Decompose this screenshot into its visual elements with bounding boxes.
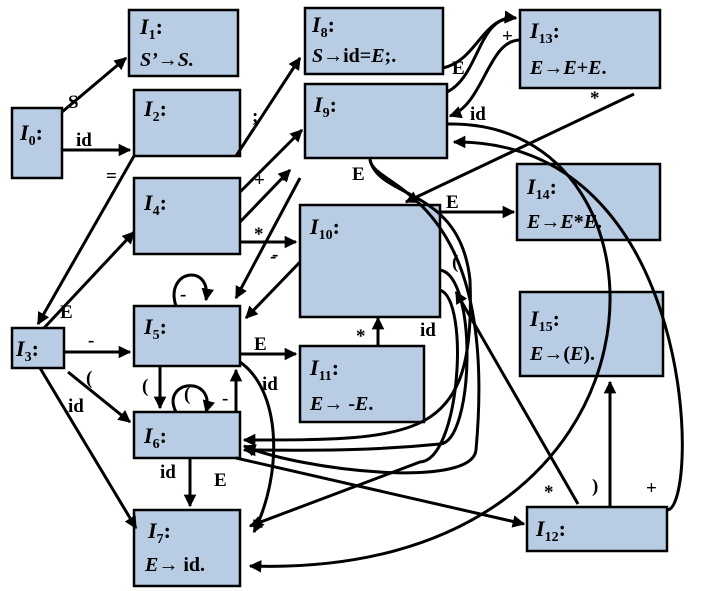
- edge-label-I4-I5: -: [282, 168, 288, 189]
- edge-I13-I10: [404, 92, 635, 204]
- edge-label-I5-I6: (: [142, 376, 148, 397]
- edge-label-I9-I10: E: [352, 164, 365, 185]
- state-box-I1: [127, 8, 240, 78]
- state-item-I15: E→(E).: [529, 343, 595, 365]
- edge-label-I12-I15: ): [592, 476, 598, 497]
- edge-label-I10-I14: E: [446, 192, 459, 213]
- edge-I5-I5: [172, 273, 214, 307]
- state-box-I13: [518, 8, 662, 90]
- state-label-I4: I4:: [143, 190, 167, 219]
- edge-label-I11-I10: *: [356, 326, 366, 347]
- state-item-I7: E→ id.: [144, 554, 205, 576]
- edge-label-I10-I5: -: [270, 246, 276, 267]
- edge-label-I4-I9: +: [254, 170, 265, 191]
- state-label-I9: I9:: [313, 92, 337, 121]
- state-box-I8: [303, 6, 445, 76]
- edge-label-I6-I12: E: [214, 470, 227, 491]
- state-box-I4: [132, 176, 242, 256]
- edge-label-I3-I7: id: [68, 396, 84, 417]
- state-box-I7: [132, 508, 242, 588]
- edge-I0-I1: [61, 56, 127, 114]
- edge-label-I10-I7: id: [420, 320, 436, 341]
- edge-label-I5-I7: id: [262, 374, 278, 395]
- edge-label-I13-I10: *: [590, 88, 600, 109]
- edge-I13-I9: [448, 38, 521, 119]
- edge-label-I12-I10: *: [544, 482, 554, 503]
- state-box-I2: [132, 88, 242, 158]
- edge-label-I5-I5: -: [180, 284, 186, 305]
- edge-I4-I9: [238, 128, 304, 194]
- state-box-I10: [298, 203, 442, 319]
- state-label-I0: I0:: [19, 120, 43, 149]
- state-label-I10: I10:: [309, 214, 340, 243]
- state-label-I8: I8:: [311, 12, 335, 41]
- edge-label-I9-I13: +: [502, 26, 513, 47]
- edge-label-I6-I7: id: [160, 462, 176, 483]
- edge-label-I3-I4: E: [60, 302, 73, 323]
- edge-label-I4-I10: *: [254, 224, 264, 245]
- state-item-I8: S→id=E;.: [312, 45, 396, 67]
- state-box-I14: [515, 162, 662, 242]
- edge-label-I9-I5: -: [272, 244, 278, 265]
- edge-I9-I5: [234, 177, 302, 300]
- edge-I10-I7: [248, 288, 459, 528]
- edge-label-I3-I5: -: [88, 330, 94, 351]
- edge-I3-I6: [67, 370, 131, 424]
- edge-label-I2-I8: ;: [252, 106, 258, 127]
- edge-I8-I13: [442, 11, 518, 70]
- edge-I2-I8: [234, 56, 302, 157]
- edge-label-I2-I3: =: [106, 166, 117, 187]
- edge-I6-I6: [171, 384, 215, 414]
- state-label-I5: I5:: [143, 314, 167, 343]
- state-box-I0: [10, 106, 64, 180]
- edge-I4-I5: [238, 168, 292, 224]
- edge-I9-I7: [248, 122, 612, 573]
- state-label-I12: I12:: [535, 516, 566, 545]
- edge-label-I0-I1: S: [68, 92, 79, 113]
- state-box-I6: [132, 410, 242, 460]
- edge-I3-I7: [38, 367, 138, 530]
- state-label-I1: I1:: [139, 14, 163, 43]
- state-label-I3: I3:: [15, 336, 39, 365]
- edge-I9-I10: [242, 157, 481, 475]
- state-box-I15: [518, 290, 665, 378]
- edge-I12-I10: [454, 290, 580, 505]
- edge-label-I8-I13: E: [452, 58, 465, 79]
- state-label-I11: I11:: [309, 355, 339, 384]
- state-box-I3: [10, 326, 66, 370]
- state-box-I12: [525, 505, 669, 553]
- edge-label-I3-I6: (: [86, 368, 92, 389]
- edge-label-I10-I6: (: [452, 252, 458, 273]
- state-label-I14: I14:: [526, 174, 557, 203]
- state-item-I1: S’→S.: [140, 49, 194, 71]
- edge-label-I12-I9: +: [646, 478, 657, 499]
- state-item-I13: E→E+E.: [529, 57, 606, 79]
- edge-I12-I9: [452, 135, 684, 512]
- state-box-I5: [132, 304, 242, 368]
- state-item-I11: E→ -E.: [309, 393, 373, 415]
- edge-label-I6-I6: (: [184, 384, 190, 405]
- edge-I6-I12: [235, 456, 526, 528]
- state-box-I9: [303, 82, 449, 160]
- state-label-I15: I15:: [529, 306, 560, 335]
- state-label-I13: I13:: [529, 18, 560, 47]
- edge-I10-I5: [244, 260, 302, 320]
- state-label-I6: I6:: [143, 423, 167, 452]
- edge-label-I5-I11: E: [254, 334, 267, 355]
- state-label-I2: I2:: [143, 96, 167, 125]
- edge-I5-I7: [239, 360, 276, 534]
- state-item-I14: E→E*E.: [526, 211, 602, 233]
- edge-I3-I4: [42, 230, 136, 330]
- state-label-I7: I7:: [147, 518, 171, 547]
- edge-I9-I6: [242, 159, 472, 447]
- edge-label-I9-I7: id: [470, 104, 486, 125]
- edge-label-I6-I5: -: [222, 388, 228, 409]
- edge-I2-I3: [36, 155, 136, 326]
- state-box-I11: [298, 344, 426, 424]
- edge-label-I0-I2: id: [76, 130, 92, 151]
